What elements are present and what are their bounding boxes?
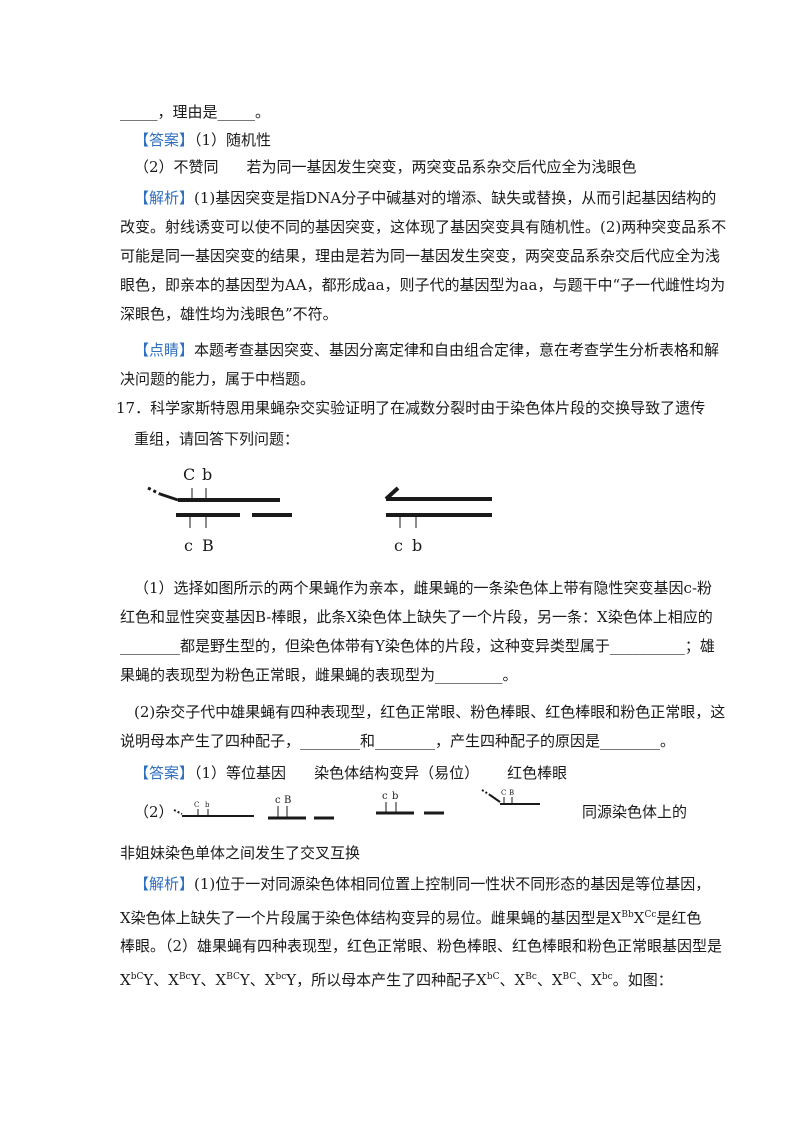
superscript: Bb — [621, 910, 634, 920]
gamete-4: C B — [481, 789, 540, 805]
analysis-1-line: 眼色，即亲本的基因型为AA，都形成aa，则子代的基因型为aa，与题干中“子一代雌… — [120, 276, 726, 294]
answer-text: （1）随机性 — [194, 131, 272, 149]
analysis-text: X染色体上缺失了一个片段属于染色体结构变异的易位。雌果蝇的基因型是X — [120, 909, 622, 927]
analysis-text: Y、X — [190, 971, 227, 989]
gamete-2: c B — [268, 795, 334, 820]
answer-text: 若为同一基因发生突变，两突变品系杂交后代应全为浅眼色 — [246, 158, 637, 176]
question-2-line: (2)杂交子代中雄果蝇有四种表现型，红色正常眼、粉色棒眼、红色棒眼和粉色正常眼，… — [134, 703, 726, 721]
gene-label: b — [205, 801, 210, 809]
analysis-2-line: XbCY、XBcY、XBCY、XbcY，所以母本产生了四种配子XbC、XBc、X… — [120, 967, 690, 990]
analysis-1-line: 【解析】(1)基因突变是指DNA分子中碱基对的增添、缺失或替换，从而引起基因结构… — [134, 188, 716, 208]
answer-2-label: （2） — [134, 803, 174, 821]
superscript: Bc — [525, 972, 537, 982]
gene-label: c — [382, 791, 388, 802]
superscript: BC — [562, 972, 577, 982]
answer-tag: 【答案】 — [134, 131, 195, 149]
analysis-text: 、X — [576, 971, 602, 989]
answer-text: （1）等位基因 — [194, 764, 287, 782]
question-1-line: ________都是野生型的，但染色体带有Y染色体的片段，这种变异类型属于___… — [120, 637, 715, 655]
gene-label: b — [412, 536, 422, 555]
superscript: Cc — [644, 910, 657, 920]
analysis-text: X — [633, 909, 645, 927]
analysis-text: (1)位于一对同源染色体相同位置上控制同一性状不同形态的基因是等位基因， — [194, 875, 711, 893]
analysis-tag: 【解析】 — [134, 875, 195, 893]
analysis-1-line: 深眼色，雄性均为浅眼色”不符。 — [120, 305, 338, 323]
question-2-line: 说明母本产生了四种配子，________和________，产生四种配子的原因是… — [120, 732, 676, 750]
analysis-2-line: X染色体上缺失了一个片段属于染色体结构变异的易位。雌果蝇的基因型是XBbXCc是… — [120, 905, 701, 928]
prev-question-tail: _____，理由是_____。 — [120, 103, 271, 121]
analysis-text: Y、X — [239, 971, 276, 989]
gene-label: B — [284, 795, 291, 806]
gene-label: C — [194, 801, 199, 809]
analysis-tag: 【解析】 — [134, 189, 195, 207]
superscript: Bc — [178, 972, 191, 982]
comment-line: 【点睛】本题考查基因突变、基因分离定律和自由组合定律，意在考查学生分析表格和解 — [134, 340, 719, 360]
analysis-text: 、X — [499, 971, 526, 989]
gamete-3: c b — [376, 791, 444, 815]
analysis-1-line: 改变。射线诱变可以使不同的基因突变，这体现了基因突变具有随机性。(2)两种突变品… — [120, 218, 727, 236]
superscript: bc — [275, 972, 287, 982]
comment-tag: 【点睛】 — [134, 341, 195, 359]
gene-label: C — [501, 789, 506, 797]
analysis-text: Y、X — [143, 971, 179, 989]
answer-1b: （2）不赞同 若为同一基因发生突变，两突变品系杂交后代应全为浅眼色 — [134, 157, 704, 177]
gene-label: c — [275, 795, 281, 806]
female-chromosome-pair: C b c B — [147, 465, 292, 555]
gene-label: b — [392, 791, 398, 802]
gene-label: B — [509, 789, 514, 797]
analysis-1-line: 可能是同一基因突变的结果，理由是若为同一基因发生突变，两突变品系杂交后代应全为浅 — [120, 247, 721, 265]
analysis-text: 、X — [536, 971, 563, 989]
dotted-segment — [147, 486, 161, 496]
answer-2-tail: 同源染色体上的 — [582, 803, 688, 821]
analysis-text: 。如图： — [612, 971, 673, 989]
analysis-text: Y，所以母本产生了四种配子X — [286, 971, 487, 989]
gene-label: c — [394, 536, 403, 555]
answer-2: 【答案】（1）等位基因 染色体结构变异（易位） 红色棒眼 — [134, 763, 704, 783]
answer-text: （2）不赞同 — [134, 158, 219, 176]
gamete-1: C b — [173, 801, 254, 817]
gene-label: C — [183, 465, 195, 484]
superscript: bC — [130, 972, 144, 982]
gene-label: c — [184, 536, 193, 555]
dotted-segment — [481, 789, 491, 796]
superscript: bc — [601, 972, 613, 982]
analysis-text: 是红色 — [656, 909, 702, 927]
dotted-segment — [173, 809, 183, 815]
superscript: bC — [486, 972, 500, 982]
question-1-line: 红色和显性突变基因B-棒眼，此条X染色体上缺失了一个片段，另一条：X染色体上相应… — [120, 608, 713, 626]
answer-text: 红色棒眼 — [507, 764, 568, 782]
chromosome-figure: C b c B c b — [147, 465, 492, 555]
comment-text: 本题考查基因突变、基因分离定律和自由组合定律，意在考查学生分析表格和解 — [194, 341, 720, 359]
question-17-line: 重组，请回答下列问题： — [134, 430, 300, 448]
answer-1: 【答案】（1）随机性 — [134, 130, 704, 150]
gene-label: b — [202, 465, 212, 484]
answer-2-line: 非姐妹染色单体之间发生了交叉互换 — [120, 844, 361, 862]
question-17-line: 17．科学家斯特恩用果蝇杂交实验证明了在减数分裂时由于染色体片段的交换导致了遗传 — [116, 399, 706, 417]
question-1-line: （1）选择如图所示的两个果蝇作为亲本，雌果蝇的一条染色体上带有隐性突变基因c-粉 — [134, 579, 713, 597]
analysis-text: X — [120, 971, 131, 989]
answer-tag: 【答案】 — [134, 764, 195, 782]
analysis-text: (1)基因突变是指DNA分子中碱基对的增添、缺失或替换，从而引起基因结构的 — [194, 189, 717, 207]
male-chromosome-pair: c b — [384, 486, 492, 555]
answer-text: 染色体结构变异（易位） — [314, 764, 480, 782]
segment-link — [489, 794, 501, 803]
analysis-2-line: 【解析】(1)位于一对同源染色体相同位置上控制同一性状不同形态的基因是等位基因， — [134, 874, 710, 894]
analysis-2-line: 棒眼。（2）雄果蝇有四种表现型，红色正常眼、粉色棒眼、红色棒眼和粉色正常眼基因型… — [120, 937, 723, 955]
question-1-line: 果蝇的表现型为粉色正常眼，雌果蝇的表现型为_________。 — [120, 666, 518, 684]
comment-line: 决问题的能力，属于中档题。 — [120, 370, 316, 388]
gene-label: B — [202, 536, 214, 555]
segment-link — [159, 492, 179, 502]
gamete-figure: C b c B c b C B — [173, 789, 540, 820]
superscript: BC — [226, 972, 240, 982]
